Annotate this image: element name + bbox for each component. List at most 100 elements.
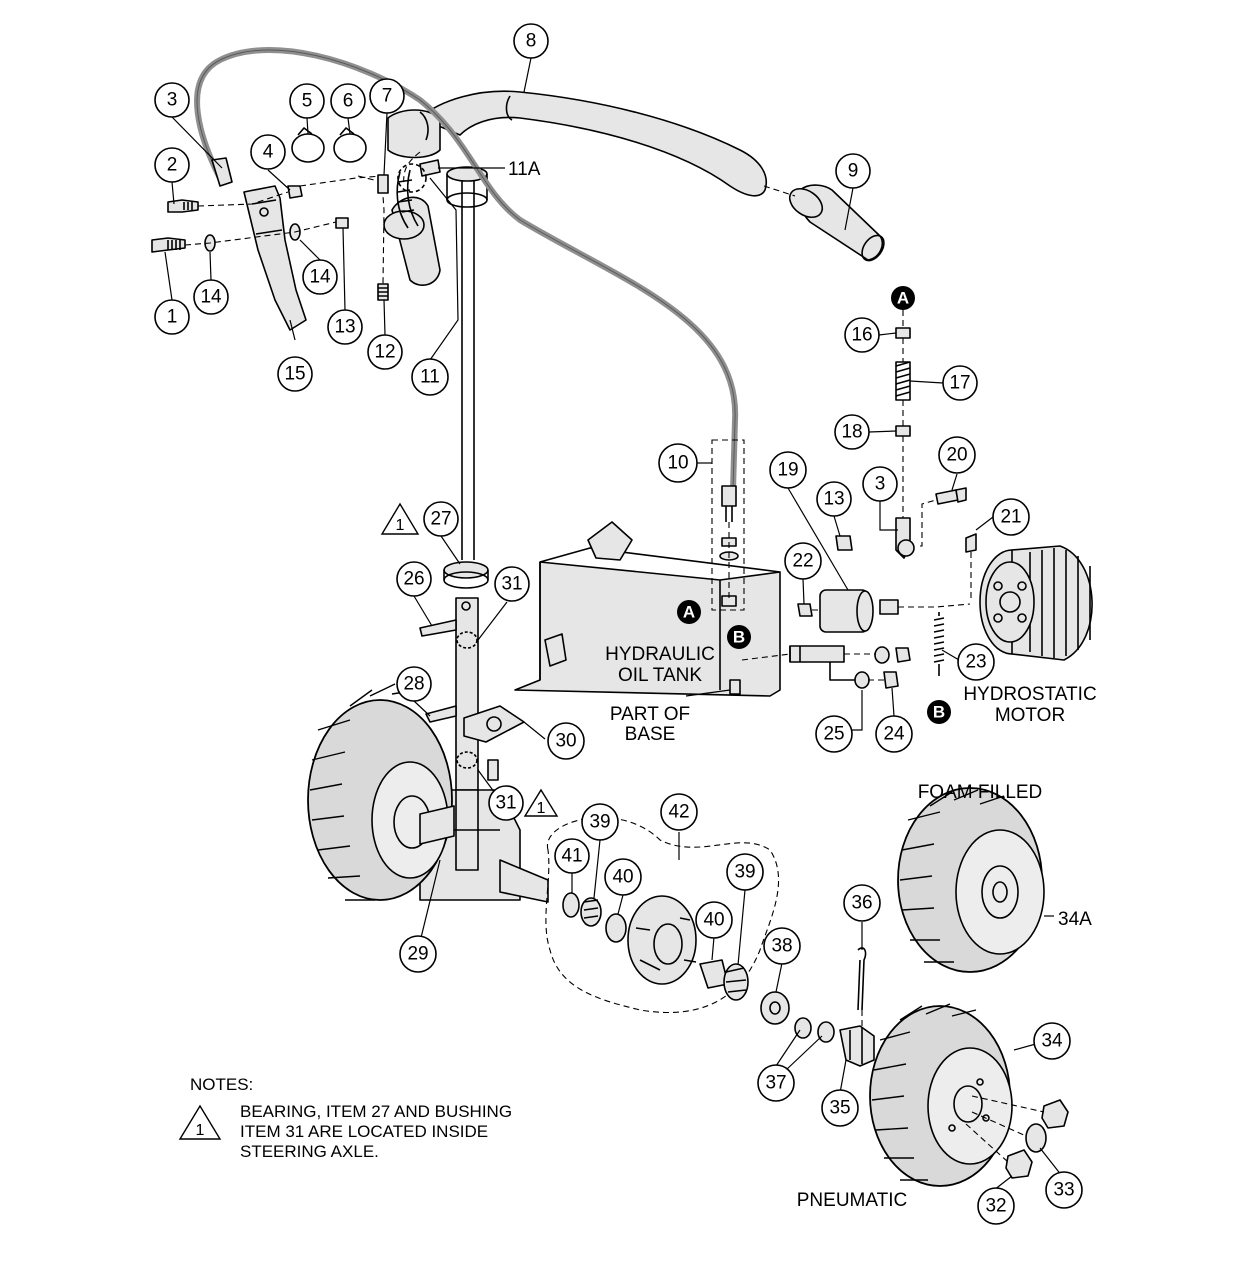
svg-text:39: 39 [734, 862, 755, 883]
callout-35[interactable]: 35 [821, 1089, 859, 1127]
svg-text:23: 23 [965, 652, 986, 673]
callout-23[interactable]: 23 [957, 643, 995, 681]
svg-text:18: 18 [841, 422, 862, 443]
clamp-6 [333, 133, 367, 163]
callout-15[interactable]: 15 [277, 356, 313, 392]
callout-16[interactable]: 16 [844, 317, 880, 353]
callout-11[interactable]: 11 [411, 358, 449, 396]
callout-8[interactable]: 8 [513, 23, 549, 59]
notes-line-3: STEERING AXLE. [240, 1142, 379, 1161]
cable-boot-11 [396, 169, 419, 229]
callout-30[interactable]: 30 [547, 722, 585, 760]
callout-39-left[interactable]: 39 [581, 803, 619, 841]
svg-text:2: 2 [167, 155, 178, 176]
svg-text:24: 24 [883, 724, 905, 745]
callout-7[interactable]: 7 [369, 78, 405, 114]
callout-2[interactable]: 2 [154, 147, 190, 183]
label-part-of-base-2: BASE [625, 724, 676, 745]
callout-33[interactable]: 33 [1045, 1171, 1083, 1209]
callout-1[interactable]: 1 [154, 299, 190, 335]
svg-text:4: 4 [263, 142, 274, 163]
callout-3-linkage[interactable]: 3 [862, 466, 898, 502]
svg-text:3: 3 [875, 474, 886, 495]
callout-19[interactable]: 19 [769, 451, 807, 489]
callout-13-linkage[interactable]: 13 [816, 481, 852, 517]
marker-b-right: B [927, 700, 951, 724]
lug-nut-top [1041, 1099, 1069, 1129]
callout-31-lower[interactable]: 31 [488, 785, 524, 821]
svg-text:35: 35 [829, 1098, 850, 1119]
notes-line-1: BEARING, ITEM 27 AND BUSHING [240, 1102, 512, 1121]
callout-14-left[interactable]: 14 [193, 279, 229, 315]
callout-22[interactable]: 22 [784, 542, 822, 580]
callout-25[interactable]: 25 [815, 715, 853, 753]
callout-40-right[interactable]: 40 [695, 901, 733, 939]
svg-text:21: 21 [1000, 507, 1021, 528]
svg-text:B: B [733, 628, 745, 647]
svg-text:40: 40 [703, 910, 724, 931]
lug-nut-bottom [1005, 1149, 1033, 1179]
nut-13 [335, 217, 349, 229]
callout-37[interactable]: 37 [757, 1064, 795, 1102]
svg-text:40: 40 [612, 867, 633, 888]
callout-36[interactable]: 36 [843, 884, 881, 922]
svg-text:13: 13 [823, 489, 844, 510]
hydraulic-oil-tank [514, 521, 781, 697]
callout-13-handle[interactable]: 13 [327, 309, 363, 345]
svg-text:33: 33 [1053, 1180, 1074, 1201]
callout-29[interactable]: 29 [399, 935, 437, 973]
svg-text:13: 13 [334, 317, 355, 338]
callout-31-upper[interactable]: 31 [494, 566, 530, 602]
callout-42[interactable]: 42 [660, 793, 698, 831]
svg-text:B: B [933, 703, 945, 722]
callout-26[interactable]: 26 [396, 561, 432, 597]
svg-text:39: 39 [589, 812, 610, 833]
svg-text:5: 5 [302, 91, 313, 112]
svg-text:6: 6 [343, 91, 354, 112]
callout-10[interactable]: 10 [658, 443, 698, 483]
hub-assembly [545, 817, 780, 1014]
svg-text:7: 7 [382, 86, 393, 107]
handle-bracket [243, 185, 307, 331]
callout-27[interactable]: 27 [423, 501, 459, 537]
hydrostatic-motor [979, 545, 1093, 661]
castle-nut-35 [839, 1025, 875, 1067]
axle-hardware [760, 947, 875, 1067]
callout-17[interactable]: 17 [942, 365, 978, 401]
callout-20[interactable]: 20 [938, 436, 976, 474]
warning-triangle-upper: 1 [380, 502, 420, 535]
label-part-of-base-1: PART OF [610, 704, 690, 725]
callout-18[interactable]: 18 [834, 414, 870, 450]
svg-text:41: 41 [561, 846, 582, 867]
callout-28[interactable]: 28 [396, 666, 432, 702]
callout-4[interactable]: 4 [250, 134, 286, 170]
callout-40-left[interactable]: 40 [604, 858, 642, 896]
marker-b-left: B [727, 625, 751, 649]
svg-text:1: 1 [537, 800, 546, 817]
callout-12[interactable]: 12 [367, 334, 403, 370]
callout-38[interactable]: 38 [763, 927, 801, 965]
notes-block: NOTES: 1 BEARING, ITEM 27 AND BUSHING IT… [178, 1075, 512, 1161]
callout-3-handle[interactable]: 3 [154, 82, 190, 118]
notes-heading: NOTES: [190, 1075, 253, 1094]
svg-text:34: 34 [1041, 1031, 1063, 1052]
callout-41[interactable]: 41 [554, 838, 590, 874]
bolt-2 [167, 199, 199, 213]
label-11a: 11A [508, 159, 541, 180]
svg-text:28: 28 [403, 674, 424, 695]
callout-21[interactable]: 21 [992, 498, 1030, 536]
callout-39-right[interactable]: 39 [726, 853, 764, 891]
warning-triangle-lower: 1 [523, 788, 559, 817]
svg-text:30: 30 [555, 731, 576, 752]
svg-text:8: 8 [526, 31, 537, 52]
callout-32[interactable]: 32 [977, 1187, 1015, 1225]
callout-6[interactable]: 6 [330, 83, 366, 119]
callout-5[interactable]: 5 [289, 83, 325, 119]
callout-24[interactable]: 24 [875, 715, 913, 753]
label-pneumatic: PNEUMATIC [797, 1190, 907, 1211]
callout-14-right[interactable]: 14 [302, 259, 338, 295]
callout-9[interactable]: 9 [835, 153, 871, 189]
svg-text:31: 31 [495, 793, 516, 814]
callout-34[interactable]: 34 [1033, 1022, 1071, 1060]
